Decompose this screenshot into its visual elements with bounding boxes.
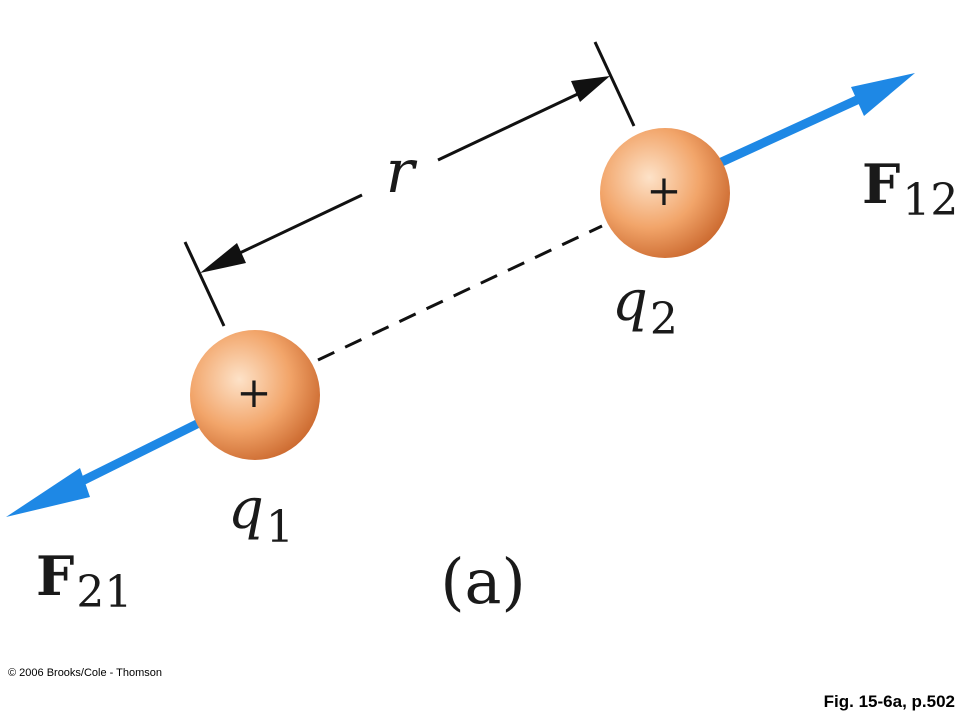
distance-tick-left xyxy=(183,241,226,327)
force-arrow-f21 xyxy=(6,415,208,517)
arrowhead-right-icon xyxy=(571,76,610,102)
charge-sign-q1: + xyxy=(236,368,271,417)
arrowhead-icon xyxy=(851,73,915,116)
label-q1: q1 xyxy=(228,477,294,553)
copyright-text: © 2006 Brooks/Cole - Thomson xyxy=(8,667,162,679)
charge-sign-q2: + xyxy=(646,166,681,215)
label-q2: q2 xyxy=(612,269,678,345)
separation-dashed-line xyxy=(317,224,603,362)
arrowhead-left-icon xyxy=(200,243,246,273)
panel-label: (a) xyxy=(440,545,525,618)
distance-arrow-r xyxy=(200,76,610,273)
figure-caption: Fig. 15-6a, p.502 xyxy=(824,692,955,711)
charge-q2: + xyxy=(600,128,730,258)
distance-label: r xyxy=(386,137,418,207)
label-f12: F12 xyxy=(862,152,958,226)
distance-tick-right xyxy=(593,41,636,127)
charge-q1: + xyxy=(190,330,320,460)
force-arrow-f12 xyxy=(713,73,915,170)
label-f21: F21 xyxy=(36,544,132,618)
arrowhead-icon xyxy=(6,468,90,517)
